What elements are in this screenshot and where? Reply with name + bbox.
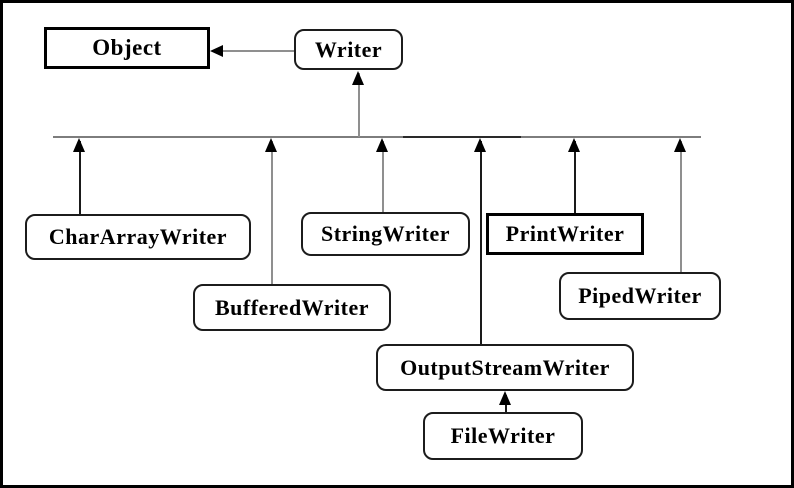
edge-bufferedwriter-to-bus-line	[271, 141, 273, 284]
node-writer: Writer	[294, 29, 403, 70]
edge-bus-to-writer-line	[358, 73, 360, 137]
node-stringwriter: StringWriter	[301, 212, 470, 256]
bus-line	[53, 136, 701, 138]
node-outputstreamwriter: OutputStreamWriter	[376, 344, 634, 391]
bus-line-dark-segment	[403, 136, 521, 138]
arrowhead-up-bufferedwriter	[265, 138, 277, 152]
edge-stringwriter-to-bus-line	[382, 141, 384, 212]
arrowhead-left-object	[210, 45, 223, 57]
arrowhead-up-chararraywriter	[73, 138, 85, 152]
edge-pipedwriter-to-bus-line	[680, 141, 682, 272]
arrowhead-up-outputstreamwriter	[474, 138, 486, 152]
node-chararraywriter: CharArrayWriter	[25, 214, 251, 260]
arrowhead-up-stringwriter	[376, 138, 388, 152]
node-pipedwriter: PipedWriter	[559, 272, 721, 320]
node-printwriter: PrintWriter	[486, 213, 644, 255]
node-bufferedwriter: BufferedWriter	[193, 284, 391, 331]
arrowhead-up-filewriter	[499, 391, 511, 405]
node-object: Object	[44, 27, 210, 69]
edge-printwriter-to-bus-line	[574, 141, 576, 213]
edge-outputstreamwriter-to-bus-line	[480, 141, 482, 344]
node-filewriter: FileWriter	[423, 412, 583, 460]
edge-writer-to-object-line	[219, 50, 294, 52]
arrowhead-up-pipedwriter	[674, 138, 686, 152]
arrowhead-up-printwriter	[568, 138, 580, 152]
edge-chararraywriter-to-bus-line	[79, 141, 81, 214]
arrowhead-up-writer	[352, 71, 364, 85]
